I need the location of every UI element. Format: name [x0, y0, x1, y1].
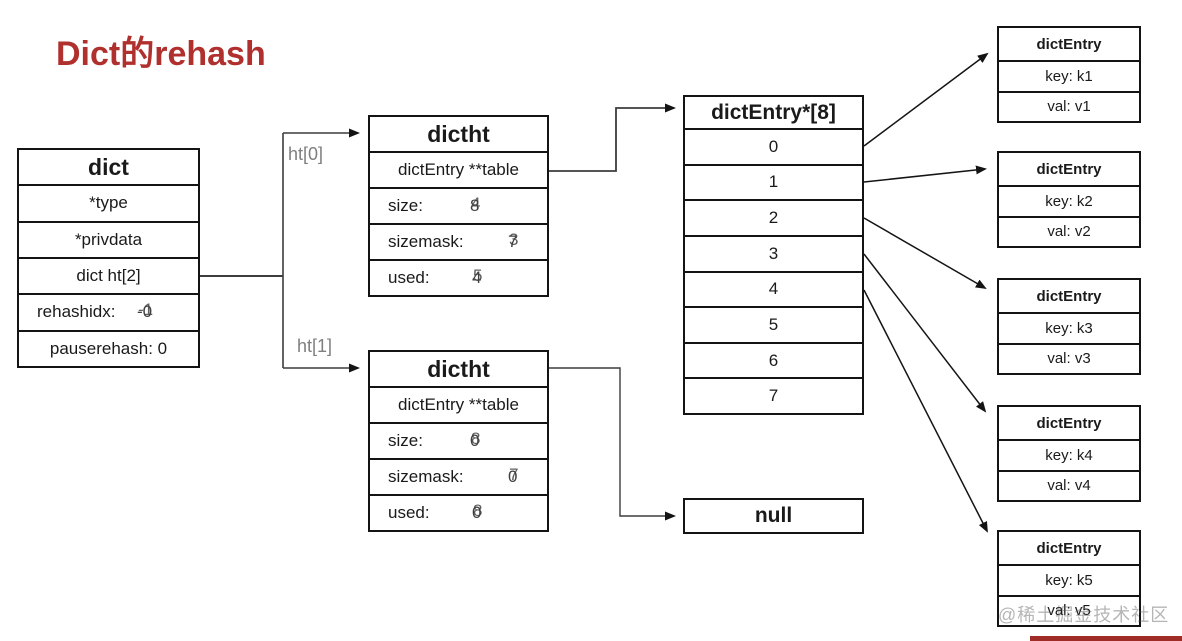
- size-value: 4 8: [470, 194, 481, 215]
- null-label: null: [754, 504, 793, 527]
- entry-val: val: v4: [999, 469, 1139, 501]
- entry-key: key: k2: [999, 185, 1139, 216]
- entry-header: dictEntry: [1036, 539, 1102, 557]
- dictht1-box: dictht dictEntry **table size: 8 0 sizem…: [368, 350, 549, 532]
- array-slot-3: 3: [685, 234, 862, 271]
- entry-val: val: v2: [999, 215, 1139, 247]
- entry-header: dictEntry: [1036, 287, 1102, 305]
- dict-row-rehashidx: rehashidx: -1 -0: [19, 293, 198, 329]
- entry-val: val: v3: [999, 342, 1139, 374]
- used-value: 5 4: [472, 266, 483, 287]
- dictht0-header: dictht: [427, 120, 490, 147]
- dict-entry-array-box: dictEntry*[8] 0 1 2 3 4 5 6 7: [683, 95, 864, 415]
- entry-key: key: k1: [999, 60, 1139, 91]
- sizemask-value: 3 7: [508, 230, 519, 251]
- size-label: size:: [388, 431, 423, 450]
- dictentry-box-5: dictEntry key: k5 val: v5: [997, 530, 1141, 627]
- used-label: used:: [388, 503, 430, 522]
- array-slot-0: 0: [685, 128, 862, 164]
- dictht0-row-sizemask: sizemask: 3 7: [370, 223, 547, 259]
- sizemask-label: sizemask:: [388, 467, 464, 486]
- dict-row-privdata: *privdata: [19, 220, 198, 257]
- dictht0-box: dictht dictEntry **table size: 4 8 sizem…: [368, 115, 549, 297]
- dict-row-type: *type: [19, 184, 198, 220]
- entry-header: dictEntry: [1036, 35, 1102, 53]
- array-slot-1: 1: [685, 163, 862, 200]
- dictht1-row-size: size: 8 0: [370, 422, 547, 458]
- entry-val: val: v5: [999, 594, 1139, 626]
- ht0-label: ht[0]: [288, 144, 324, 164]
- dictht1-row-sizemask: sizemask: 7 0: [370, 458, 547, 494]
- accent-bar: [1030, 636, 1182, 641]
- size-value: 8 0: [470, 429, 481, 450]
- dict-box: dict *type *privdata dict ht[2] rehashid…: [17, 148, 200, 368]
- watermark: @稀土掘金技术社区: [998, 605, 1170, 625]
- used-label: used:: [388, 268, 430, 287]
- dictht1-row-table: dictEntry **table: [370, 386, 547, 422]
- page-title: Dict的rehash: [56, 35, 266, 73]
- array-slot-2: 2: [685, 199, 862, 235]
- dict-row-ht2: dict ht[2]: [19, 256, 198, 293]
- entry-key: key: k4: [999, 439, 1139, 470]
- dictentry-box-2: dictEntry key: k2 val: v2: [997, 151, 1141, 248]
- rehashidx-label: rehashidx:: [37, 302, 116, 322]
- dictht1-row-used: used: 8 0: [370, 494, 547, 530]
- entry-key: key: k5: [999, 564, 1139, 595]
- array-slot-4: 4: [685, 270, 862, 307]
- dict-header: dict: [88, 153, 129, 180]
- dict-row-pauserehash: pauserehash: 0: [19, 329, 198, 366]
- array-header: dictEntry*[8]: [711, 100, 836, 124]
- entry-val: val: v1: [999, 90, 1139, 122]
- dictentry-box-4: dictEntry key: k4 val: v4: [997, 405, 1141, 502]
- dictht0-row-size: size: 4 8: [370, 187, 547, 223]
- dictentry-box-3: dictEntry key: k3 val: v3: [997, 278, 1141, 375]
- dictht1-header: dictht: [427, 355, 490, 382]
- sizemask-label: sizemask:: [388, 232, 464, 251]
- sizemask-value: 7 0: [508, 465, 519, 486]
- rehashidx-value: -1 -0: [137, 300, 154, 322]
- used-value: 8 0: [472, 501, 483, 522]
- array-slot-7: 7: [685, 377, 862, 413]
- array-slot-5: 5: [685, 306, 862, 342]
- dictht0-row-table: dictEntry **table: [370, 151, 547, 187]
- null-box: null: [683, 498, 864, 534]
- array-slot-6: 6: [685, 341, 862, 378]
- size-label: size:: [388, 196, 423, 215]
- entry-header: dictEntry: [1036, 160, 1102, 178]
- dictht0-row-used: used: 5 4: [370, 259, 547, 295]
- entry-header: dictEntry: [1036, 414, 1102, 432]
- ht1-label: ht[1]: [297, 336, 333, 356]
- dictentry-box-1: dictEntry key: k1 val: v1: [997, 26, 1141, 123]
- entry-key: key: k3: [999, 312, 1139, 343]
